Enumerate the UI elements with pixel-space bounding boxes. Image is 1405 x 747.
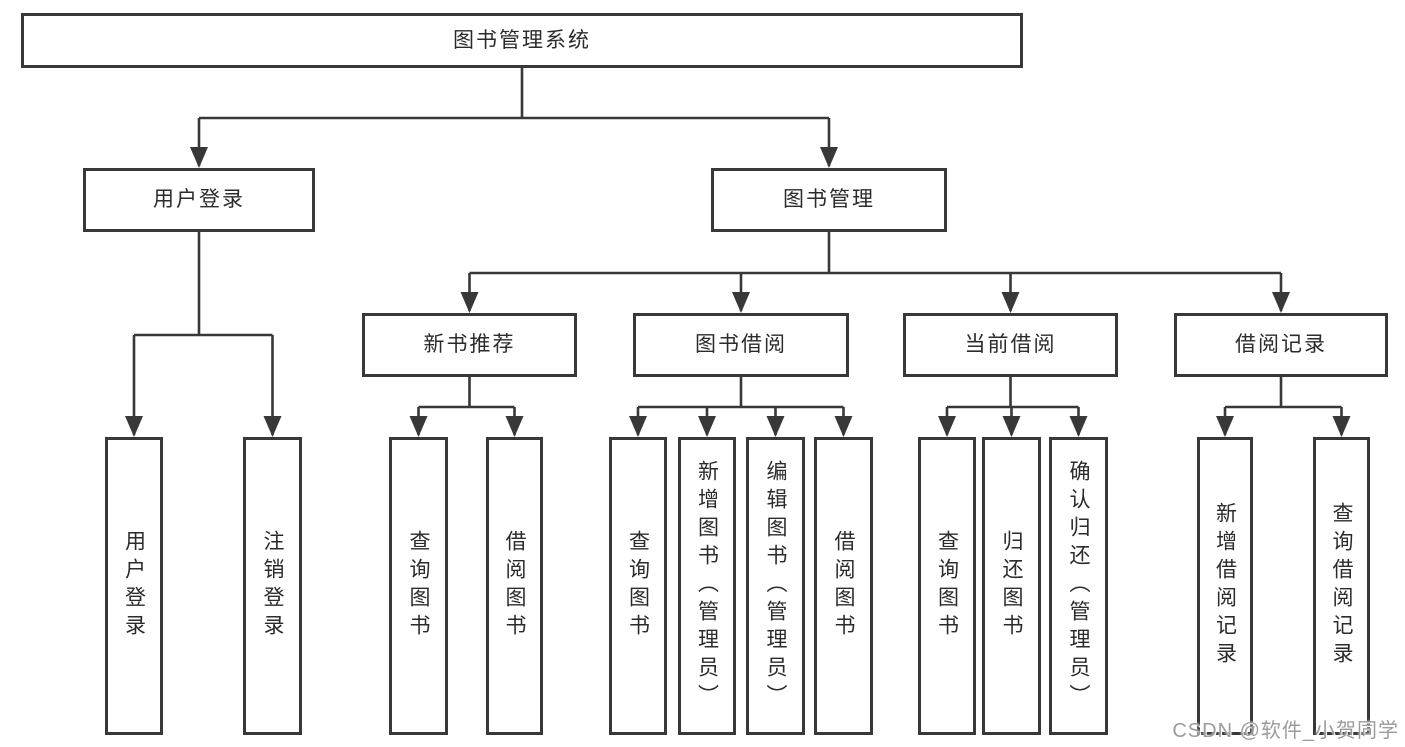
arrowhead-icon bbox=[1001, 292, 1020, 313]
arrowhead-icon bbox=[732, 292, 750, 313]
arrowhead-icon bbox=[409, 416, 428, 437]
arrowhead-icon bbox=[460, 292, 479, 313]
node-label: 归还图书 bbox=[1000, 530, 1023, 642]
node-book-management: 图书管理 bbox=[711, 168, 947, 232]
node-label: 当前借阅 bbox=[964, 333, 1057, 357]
node-borrowing-records: 借阅记录 bbox=[1174, 313, 1388, 377]
node-leaf-add-borrow-record: 新增借阅记录 bbox=[1197, 437, 1253, 735]
node-current-borrowing: 当前借阅 bbox=[903, 313, 1118, 377]
node-label: 借阅记录 bbox=[1235, 333, 1327, 357]
arrowhead-icon bbox=[190, 147, 208, 168]
node-book-borrowing: 图书借阅 bbox=[633, 313, 849, 377]
node-label: 查询图书 bbox=[626, 530, 650, 642]
node-leaf-edit-book: 编辑图书（管理员） bbox=[746, 437, 805, 735]
arrowhead-icon bbox=[698, 416, 716, 437]
node-label: 借阅图书 bbox=[503, 530, 526, 642]
node-label: 查询图书 bbox=[935, 530, 959, 642]
arrowhead-icon bbox=[1002, 416, 1021, 437]
arrowhead-icon bbox=[125, 416, 143, 437]
node-leaf-query-book-2: 查询图书 bbox=[609, 437, 667, 735]
node-leaf-query-book-1: 查询图书 bbox=[389, 437, 448, 735]
node-label: 新增借阅记录 bbox=[1213, 502, 1237, 670]
arrowhead-icon bbox=[263, 416, 282, 437]
node-label: 查询图书 bbox=[407, 530, 430, 642]
node-leaf-add-book: 新增图书（管理员） bbox=[678, 437, 736, 735]
arrowhead-icon bbox=[820, 147, 838, 168]
node-leaf-query-borrow-record: 查询借阅记录 bbox=[1313, 437, 1370, 735]
arrowhead-icon bbox=[1272, 292, 1290, 313]
arrowhead-icon bbox=[1332, 416, 1351, 437]
node-label: 注销登录 bbox=[261, 530, 284, 642]
node-label: 借阅图书 bbox=[832, 530, 855, 642]
node-label: 图书管理系统 bbox=[453, 28, 591, 52]
node-leaf-query-book-3: 查询图书 bbox=[918, 437, 976, 735]
arrowhead-icon bbox=[1216, 416, 1234, 437]
node-leaf-borrow-book-2: 借阅图书 bbox=[814, 437, 873, 735]
watermark: CSDN @软件_小贺同学 bbox=[1172, 720, 1399, 742]
node-label: 用户登录 bbox=[122, 530, 146, 642]
node-label: 编辑图书（管理员） bbox=[764, 460, 787, 712]
node-new-book-recommend: 新书推荐 bbox=[362, 313, 577, 377]
node-label: 用户登录 bbox=[153, 188, 245, 212]
arrowhead-icon bbox=[938, 416, 956, 437]
node-label: 查询借阅记录 bbox=[1330, 502, 1353, 670]
node-root: 图书管理系统 bbox=[21, 13, 1023, 68]
node-leaf-borrow-book-1: 借阅图书 bbox=[486, 437, 543, 735]
node-label: 新增图书（管理员） bbox=[695, 460, 719, 712]
arrowhead-icon bbox=[1069, 416, 1088, 437]
arrowhead-icon bbox=[629, 416, 647, 437]
arrowhead-icon bbox=[834, 416, 853, 437]
node-label: 图书管理 bbox=[783, 188, 875, 212]
arrowhead-icon bbox=[505, 416, 524, 437]
arrowhead-icon bbox=[766, 416, 785, 437]
node-leaf-user-login: 用户登录 bbox=[105, 437, 163, 735]
node-user-login: 用户登录 bbox=[83, 168, 315, 232]
connector-path bbox=[132, 68, 1343, 435]
node-leaf-logout: 注销登录 bbox=[243, 437, 302, 735]
node-label: 确认归还（管理员） bbox=[1067, 460, 1090, 712]
node-label: 新书推荐 bbox=[423, 333, 516, 357]
node-leaf-return-book: 归还图书 bbox=[982, 437, 1041, 735]
node-label: 图书借阅 bbox=[695, 333, 787, 357]
node-leaf-confirm-return: 确认归还（管理员） bbox=[1049, 437, 1108, 735]
